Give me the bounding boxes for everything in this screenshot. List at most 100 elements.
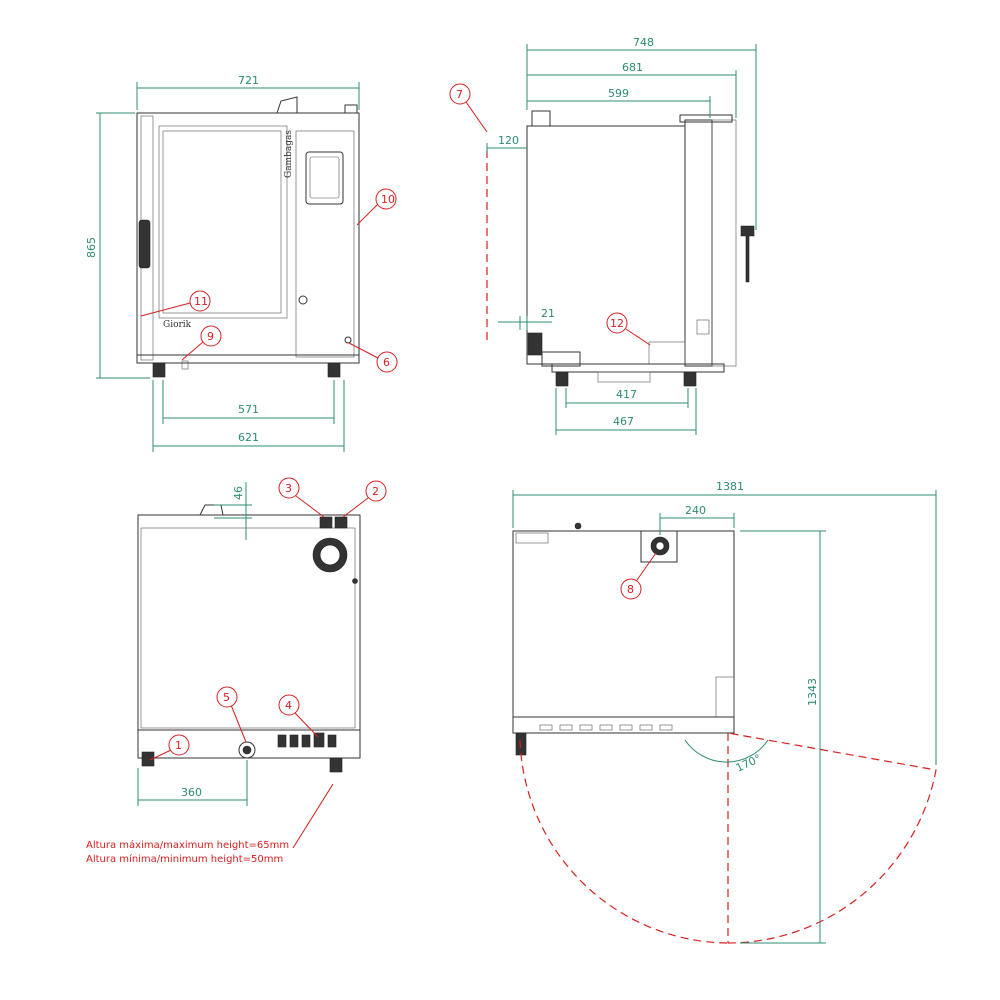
top-door-slots <box>539 724 673 731</box>
side-view <box>486 110 755 387</box>
side-base-frame <box>551 363 725 373</box>
side-handle-icon <box>740 225 755 283</box>
dim-front-width: 721 <box>238 74 259 87</box>
callout-4 <box>278 694 300 716</box>
front-door-frame <box>158 125 288 319</box>
front-callouts <box>140 188 398 373</box>
top-hinge-block <box>715 676 735 718</box>
dim-side-feet-inner: 417 <box>616 388 637 401</box>
side-foot-front <box>683 371 697 387</box>
dim-top-depth: 1343 <box>806 678 819 706</box>
callout-11-label: 11 <box>194 295 208 308</box>
control-screen-inner <box>309 156 340 199</box>
dim-door-angle: 170° <box>734 752 764 775</box>
front-view: Gambagas Giorik <box>136 96 360 378</box>
top-door-edge <box>512 716 735 734</box>
callout-3 <box>278 477 300 499</box>
top-callouts <box>620 552 657 600</box>
callout-5-label: 5 <box>223 691 230 704</box>
top-outlet-box <box>640 530 678 563</box>
top-dimension-lines <box>512 490 937 944</box>
front-drain-fitting <box>344 336 352 344</box>
callout-7-label: 7 <box>456 88 463 101</box>
dim-top-outlet: 240 <box>685 504 706 517</box>
dim-side-offset: 21 <box>541 307 555 320</box>
front-base-plinth <box>136 354 360 364</box>
front-foot-left <box>152 362 166 378</box>
callout-7 <box>449 83 471 105</box>
side-rear-box <box>541 351 581 367</box>
callout-5 <box>216 686 238 708</box>
front-vent-chimney <box>276 96 298 114</box>
power-symbol-icon <box>298 295 308 305</box>
callout-12-label: 12 <box>610 317 624 330</box>
callout-8-label: 8 <box>627 583 634 596</box>
callout-1-label: 1 <box>175 739 182 752</box>
rear-foot-left <box>141 751 155 767</box>
side-rating-plate <box>648 341 686 365</box>
top-rear-vent <box>515 532 549 544</box>
side-top-rail <box>679 114 733 123</box>
dim-rear-top: 46 <box>232 486 245 500</box>
dim-front-feet-outer: 621 <box>238 431 259 444</box>
side-body-outline <box>526 125 686 365</box>
note-min-height: Altura mínima/minimum height=50mm <box>86 853 283 865</box>
callout-6-label: 6 <box>383 356 390 369</box>
side-chimney <box>531 110 551 127</box>
rear-terminal-4b <box>289 734 299 748</box>
callout-6 <box>376 351 398 373</box>
top-body-outline <box>512 530 735 718</box>
rear-inlet-5 <box>238 741 256 759</box>
side-connector-icon <box>527 332 543 356</box>
side-foot-rear <box>555 371 569 387</box>
callout-11 <box>189 290 211 312</box>
dim-front-feet-inner: 571 <box>238 403 259 416</box>
callout-1 <box>168 734 190 756</box>
rear-terminal-4d <box>313 732 325 748</box>
top-hinge-icon <box>515 732 527 756</box>
rear-screw <box>352 578 358 584</box>
handle-icon <box>138 219 151 269</box>
dim-side-feet-outer: 467 <box>613 415 634 428</box>
dim-top-overall: 1381 <box>716 480 744 493</box>
rear-dimension-lines <box>137 482 252 806</box>
note-max-height: Altura máxima/maximum height=65mm <box>86 839 289 851</box>
callout-8 <box>620 578 642 600</box>
rear-terminal-4a <box>277 734 287 748</box>
side-dimension-lines <box>486 44 757 435</box>
callout-2 <box>365 480 387 502</box>
rear-terminal-4c <box>301 734 311 748</box>
callout-10 <box>375 188 397 210</box>
door-angle-arc <box>684 739 769 763</box>
rear-terminal-4e <box>327 734 337 748</box>
front-control-panel <box>295 130 355 358</box>
rear-foot-right <box>329 757 343 773</box>
rear-panel <box>140 527 356 729</box>
callout-10-label: 10 <box>381 193 395 206</box>
rear-view <box>137 504 361 773</box>
rear-connector-3 <box>319 516 333 529</box>
front-dimension-lines <box>96 82 360 452</box>
callout-3-label: 3 <box>285 482 292 495</box>
vertical-brand-logo: Gambagas <box>284 130 294 178</box>
rear-chimney <box>199 504 224 516</box>
dim-front-height: 865 <box>85 237 98 258</box>
callout-2-label: 2 <box>372 485 379 498</box>
front-door-glass <box>162 130 282 314</box>
front-foot-right <box>327 362 341 378</box>
side-callouts <box>449 83 651 346</box>
side-base-rail <box>597 371 651 383</box>
top-chimney <box>574 522 582 530</box>
panel-brand-logo: Giorik <box>163 320 192 330</box>
dim-side-body-handle: 681 <box>622 61 643 74</box>
rear-callouts <box>149 477 387 849</box>
dim-side-clearance: 120 <box>498 134 519 147</box>
front-top-cap <box>344 104 358 114</box>
side-door-section <box>684 119 713 367</box>
callout-4-label: 4 <box>285 699 292 712</box>
callout-9-label: 9 <box>207 330 214 343</box>
callout-9 <box>200 325 222 347</box>
dim-side-overall: 748 <box>633 36 654 49</box>
dim-side-body: 599 <box>608 87 629 100</box>
